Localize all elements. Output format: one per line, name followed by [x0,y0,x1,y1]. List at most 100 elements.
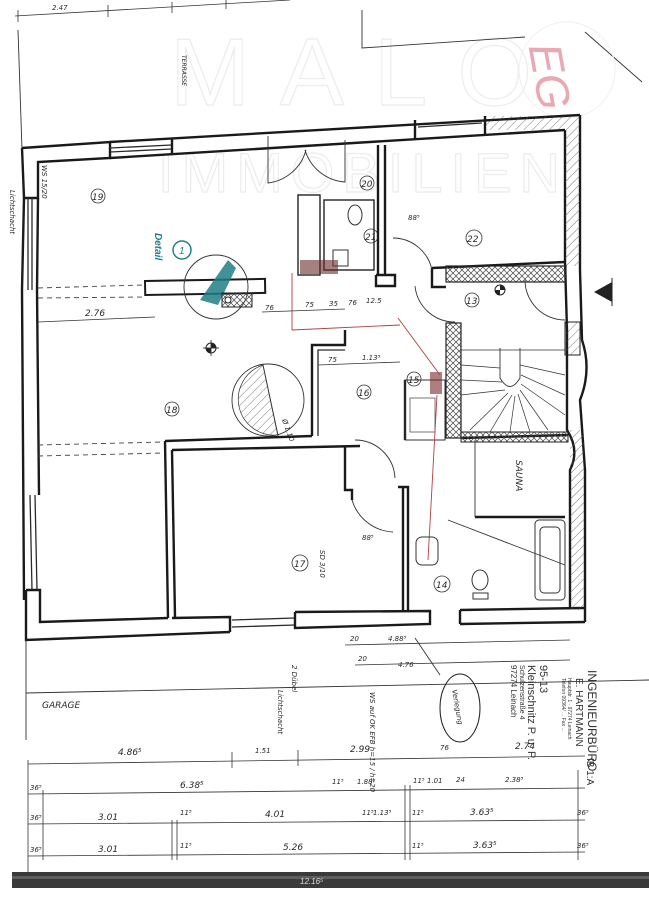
dim-276: 2.76 [37,309,156,323]
dim-row1-e: 2.74 [515,742,535,752]
dim-row4-f: 3.63⁵ [473,841,497,851]
dim-276-label: 2.76 [85,309,105,319]
top-dimension: 2.47 [14,0,291,151]
sauna-label: SAUNA [513,460,523,491]
dim-row3-c: 11⁵ [180,809,192,817]
office-owner: E. HARTMANN [573,678,584,747]
column-dim: Ø 1.10 [280,417,296,443]
dim-row4-a: 36⁵ [30,846,42,854]
utility-block [291,194,401,331]
dim-885b: 88⁵ [362,534,374,542]
verlegung-text: Verlegung [450,689,464,726]
dim-row2-a: 36⁵ [30,784,42,792]
middle-walls [37,434,361,619]
sheet-label: IB 1:A [584,758,595,786]
terrace-label: TERRASSE [180,55,187,86]
garage-label: GARAGE [42,701,81,711]
room-17: 17 [294,560,306,570]
top-doors [267,136,346,184]
room-19: 19 [92,193,104,203]
dim-row3-i: 36⁵ [577,809,589,817]
interior-dims: 76 75 35 76 12.5 75 1.13⁵ 88⁵ [261,297,401,542]
dim-row4-e: 11⁵ [412,842,424,850]
dim-row3-h: 3.63⁵ [470,808,494,818]
dim-top: 2.47 [52,4,68,12]
outer-walls [20,113,588,642]
dim-row2-e: 11⁵ [413,777,425,785]
dim-row4-g: 36⁵ [577,842,589,850]
north-arrow-icon [594,278,613,306]
socket-note-17: SD 3/10 [318,550,326,578]
dim-20b: 20 [358,655,367,663]
wall-note: WS auf OK EFB h=15 / h=20 [368,692,376,793]
dim-row4-c: 11⁵ [180,842,192,850]
office-phone: Telefon 09364/ ... Fax ... [560,678,566,732]
dim-row2-h: 2.38⁵ [505,776,524,784]
center-note: Lichtschacht [276,690,284,734]
room-16: 16 [358,389,370,399]
dim-75a: 75 [305,301,314,309]
floor-mark: EG [518,21,616,119]
center-note-dubel: 2 Dübel [290,665,298,692]
scan-edge: 12.16⁵ [12,872,649,888]
dim-75b: 75 [328,356,337,364]
dimension-chains: 4.86⁵ 1.51 2.99 76 2.74 36⁵ 6.38⁵ 11⁵ 1.… [27,742,589,880]
wall-light-icon [494,284,506,296]
client-name: Kleinschnitz P. u. P. [525,665,537,760]
bathroom [415,440,566,601]
room-20: 20 [361,180,373,190]
dim-row2-c: 11⁵ [332,778,344,786]
dim-76: 76 [265,304,274,312]
dim-76b: 76 [348,299,357,307]
watermark-malo: MALO [170,19,562,126]
dim-row1-c: 2.99 [350,745,370,755]
detail-wall: 1 Detail [37,233,267,320]
top-windows [109,116,487,155]
client-city: 97274 Leinach [509,665,518,718]
ceiling-light-icon [203,340,219,356]
staircase [445,321,581,443]
detail-label: Detail [152,233,163,260]
room-15: 15 [408,376,420,386]
dim-row2-g: 24 [456,776,465,784]
floor-label-eg: EG [519,39,582,113]
dim-row3-g: 11⁵ [412,809,424,817]
dim-row4-b: 3.01 [98,845,118,855]
dim-row1-b: 1.51 [255,747,271,755]
corridor-walls [310,330,446,610]
room-13: 13 [466,297,478,307]
dim-row3-b: 3.01 [98,813,118,823]
dim-row4-d: 5.26 [283,843,303,853]
office-name: INGENIEURBÜRO [585,670,599,771]
title-block: INGENIEURBÜRO E. HARTMANN Hauptstr. 1 · … [509,665,599,771]
dim-476: 4.76 [398,661,414,669]
dim-20a: 20 [350,635,359,643]
socket-note: WS 15/20 [40,165,48,199]
dim-row1-d: 76 [440,744,449,752]
dim-total: 12.16⁵ [300,877,324,886]
client-street: Schulzenstraße 4 [518,665,525,720]
dim-row3-f: 1.13⁵ [373,809,392,817]
detail-marker: 1 [179,246,185,257]
dim-125: 12.5 [366,297,382,305]
dim-row3-e: 11⁵ [362,809,374,817]
dim-4885: 4.88⁵ [388,635,407,643]
dim-35: 35 [329,300,338,308]
dim-1135: 1.13⁵ [362,354,381,362]
side-note: Lichtschacht [8,190,16,234]
dim-row3-a: 36⁵ [30,814,42,822]
room-14: 14 [436,581,448,591]
watermark: MALO IMMOBILIEN [157,18,562,204]
dim-row3-d: 4.01 [265,810,285,820]
lower-dims: 20 20 4.88⁵ 4.76 [344,635,571,676]
room-21: 21 [365,233,376,243]
project-number: 95-13 [537,665,549,693]
dim-row1-a: 4.86⁵ [118,748,142,758]
dim-885: 88⁵ [408,214,420,222]
hall-walls [374,145,567,289]
room-18: 18 [166,406,178,416]
room-22: 22 [467,235,479,245]
office-address: Hauptstr. 1 · 97274 Leinach [566,678,572,740]
dim-row2-d: 1.88⁵ [357,778,376,786]
